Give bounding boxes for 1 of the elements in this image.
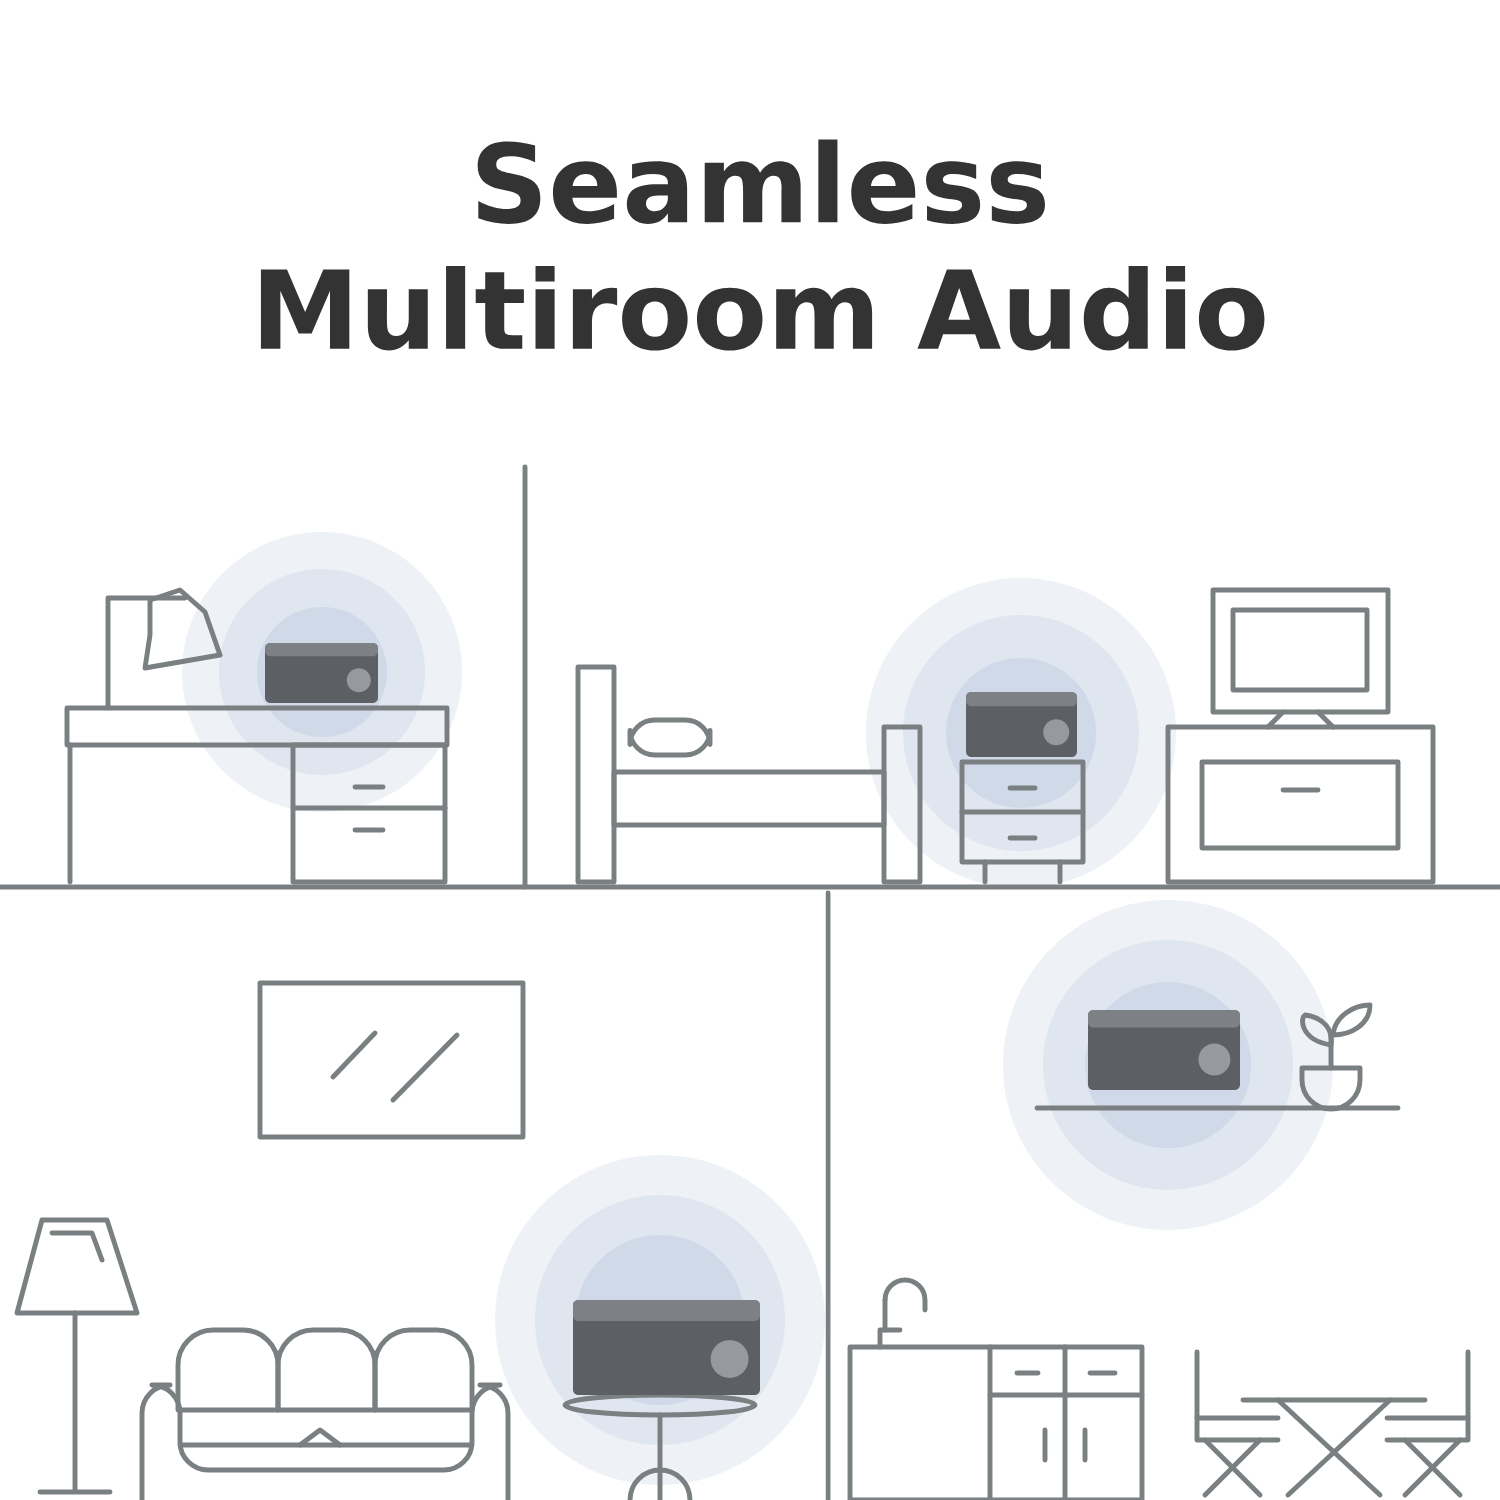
title: Seamless Multiroom Audio — [260, 139, 1265, 351]
